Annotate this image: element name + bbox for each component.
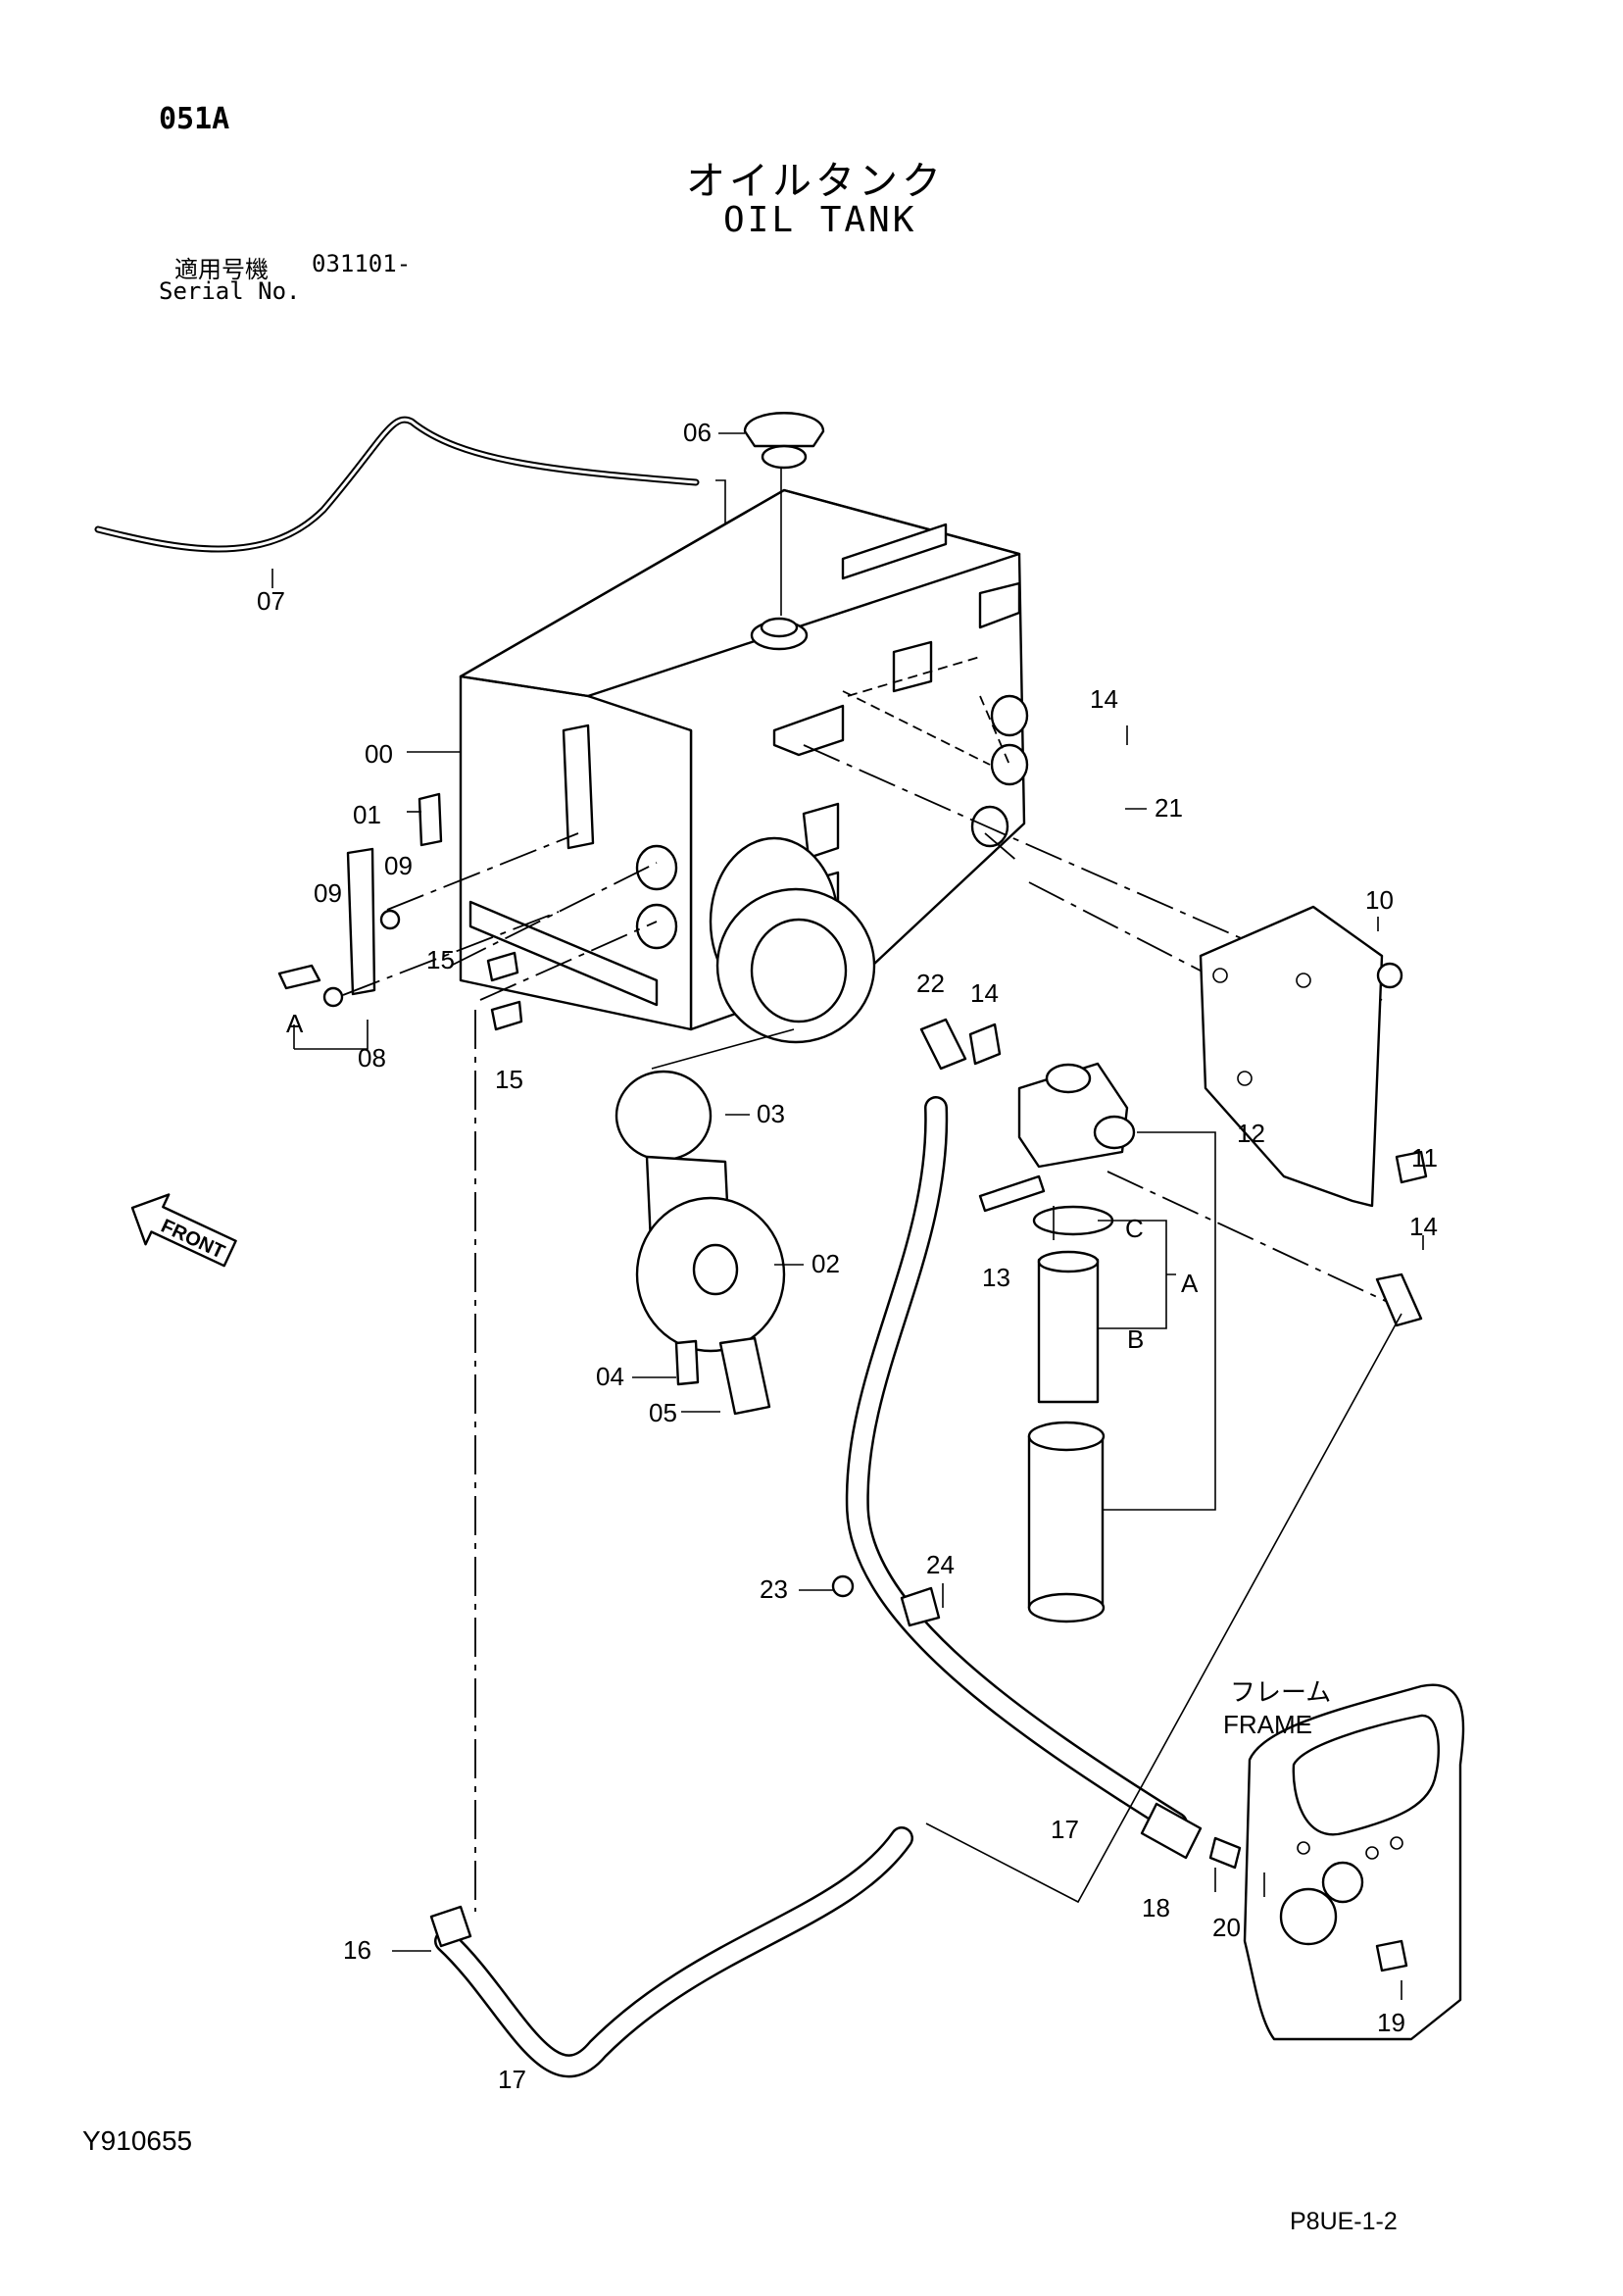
part-label-23: 23	[760, 1574, 788, 1604]
assembly-mark-b: B	[1127, 1324, 1144, 1354]
frame	[1243, 1683, 1465, 2041]
part-label-19: 19	[1377, 2008, 1405, 2037]
part-label-16: 16	[343, 1935, 371, 1965]
part-label-01: 01	[353, 800, 381, 829]
assembly-mark-a-right: A	[1181, 1269, 1199, 1298]
part-label-15a: 15	[426, 945, 455, 974]
part-label-06: 06	[683, 418, 712, 447]
part-label-22: 22	[916, 969, 945, 998]
part-label-14b: 14	[970, 978, 999, 1008]
assembly-mark-c: C	[1125, 1214, 1144, 1243]
serial-label-japanese: 適用号機	[174, 256, 269, 283]
part-label-17a: 17	[1051, 1815, 1079, 1844]
frame-label-english: FRAME	[1223, 1710, 1312, 1739]
part-label-14a: 14	[1090, 684, 1118, 714]
part-label-14c: 14	[1409, 1212, 1438, 1241]
serial-label-english: Serial No.	[159, 277, 301, 305]
part-label-17b: 17	[498, 2065, 526, 2094]
drawing-id: Y910655	[82, 2125, 193, 2156]
part-label-00: 00	[365, 739, 393, 769]
front-arrow-icon: FRONT	[130, 1193, 237, 1268]
serial-value: 031101-	[312, 250, 412, 277]
part-label-09a: 09	[314, 878, 342, 908]
part-label-12: 12	[1237, 1119, 1265, 1148]
part-label-11: 11	[1411, 1143, 1438, 1173]
part-label-02: 02	[812, 1249, 840, 1278]
part-label-08: 08	[358, 1043, 386, 1073]
filler-cap	[743, 412, 825, 470]
part-label-10: 10	[1365, 885, 1394, 915]
oil-tank-body	[459, 461, 1029, 1044]
part-label-24: 24	[926, 1550, 955, 1579]
sheet-id: P8UE-1-2	[1290, 2208, 1398, 2235]
part-label-04: 04	[596, 1362, 624, 1391]
assembly-mark-a-left: A	[286, 1009, 304, 1038]
part-label-07: 07	[257, 586, 285, 616]
part-label-20: 20	[1212, 1913, 1241, 1942]
part-labels: 06 07 00 01 09 09 A 08 15 15 14 21 10 11…	[257, 418, 1438, 2094]
part-label-09b: 09	[384, 851, 413, 880]
frame-label-japanese: フレーム	[1230, 1678, 1331, 1708]
line-filter	[1017, 1062, 1136, 1623]
part-label-13: 13	[982, 1263, 1010, 1292]
page-code: 051A	[159, 102, 230, 136]
part-label-15b: 15	[495, 1065, 523, 1094]
leader-lines	[271, 432, 1424, 2000]
part-label-05: 05	[649, 1398, 677, 1427]
title-japanese: オイルタンク	[686, 159, 945, 204]
part-label-21: 21	[1155, 793, 1183, 823]
part-label-18: 18	[1142, 1893, 1170, 1922]
part-label-03: 03	[757, 1099, 785, 1128]
title-english: OIL TANK	[723, 200, 917, 240]
breather-hose	[94, 416, 700, 553]
